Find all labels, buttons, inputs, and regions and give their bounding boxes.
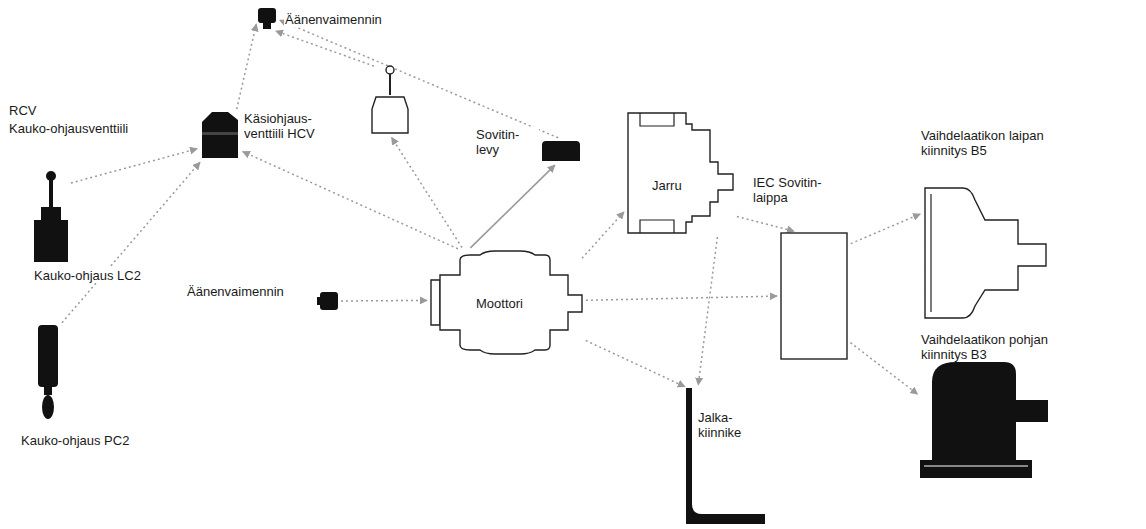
muffler-icon: Äänenvaimennin <box>257 8 277 30</box>
dotted-arrow <box>851 214 920 244</box>
dotted-arrow <box>71 149 197 183</box>
solid-arrow <box>470 165 555 248</box>
dotted-arrow <box>737 217 794 232</box>
part-label: Vaihdelaatikon laipan kiinnitys B5 <box>920 128 1090 158</box>
dotted-arrow <box>237 24 257 109</box>
joystick-icon-shape <box>34 170 68 262</box>
muffler-icon: Äänenvaimennin <box>317 290 338 312</box>
part-label: RCV <box>8 103 37 118</box>
dotted-arrow <box>243 152 458 249</box>
dotted-arrow <box>341 300 427 302</box>
adapter-plate-icon: Sovitin- levy <box>541 139 581 163</box>
dotted-arrow <box>276 31 374 66</box>
remote-valve-icon-shape <box>200 112 240 160</box>
dotted-arrow <box>392 138 462 248</box>
joystick-icon: Kauko-ohjaus LC2 <box>34 170 68 262</box>
foot-gearbox-icon-shape <box>920 360 1048 480</box>
part-label: Käsiohjaus- venttiili HCV <box>243 111 340 141</box>
part-label: Kauko-ohjaus PC2 <box>20 433 130 448</box>
motor-outline: Moottori <box>430 250 583 355</box>
brake-outline: Jarru <box>626 112 734 234</box>
part-label: Jarru <box>651 178 683 193</box>
part-label: Äänenvaimennin <box>284 12 383 27</box>
dotted-arrow <box>850 343 917 395</box>
part-label: Jalka- kiinnike <box>697 410 761 440</box>
muffler-icon-shape <box>317 290 338 312</box>
part-label: IEC Sovitin- laippa <box>752 175 844 205</box>
part-label: Äänenvaimennin <box>186 284 285 299</box>
adapter-plate-icon-shape <box>541 139 581 163</box>
hand-valve-icon: Käsiohjaus- venttiili HCV <box>368 65 412 135</box>
dotted-arrow <box>698 237 717 385</box>
part-label: Sovitin- levy <box>475 127 539 157</box>
flange-gearbox-outline-shape <box>923 186 1048 320</box>
part-label: Kauko-ohjaus LC2 <box>33 268 142 283</box>
foot-bracket-icon-shape <box>686 388 765 524</box>
adapter-flange-outline: IEC Sovitin- laippa <box>780 232 848 360</box>
adapter-flange-outline-shape <box>780 232 848 360</box>
hand-valve-icon-shape <box>368 65 412 135</box>
dotted-arrow <box>582 212 624 258</box>
dotted-arrow <box>586 296 777 300</box>
remote-valve-icon: RCVKauko-ohjausventtiili <box>200 112 240 160</box>
part-label: Kauko-ohjausventtiili <box>8 121 129 136</box>
foot-gearbox-icon: Vaihdelaatikon pohjan kiinnitys B3 <box>920 360 1048 480</box>
part-label: Moottori <box>475 296 524 311</box>
foot-bracket-icon: Jalka- kiinnike <box>686 388 765 524</box>
brake-outline-shape <box>626 112 734 234</box>
flange-gearbox-outline: Vaihdelaatikon laipan kiinnitys B5 <box>923 186 1048 320</box>
pendant-control-icon: Kauko-ohjaus PC2 <box>36 325 60 420</box>
pendant-control-icon-shape <box>36 325 60 420</box>
dotted-arrow <box>586 341 685 387</box>
muffler-icon-shape <box>257 8 277 30</box>
part-label: Vaihdelaatikon pohjan kiinnitys B3 <box>920 332 1090 362</box>
dotted-arrow <box>62 162 200 322</box>
